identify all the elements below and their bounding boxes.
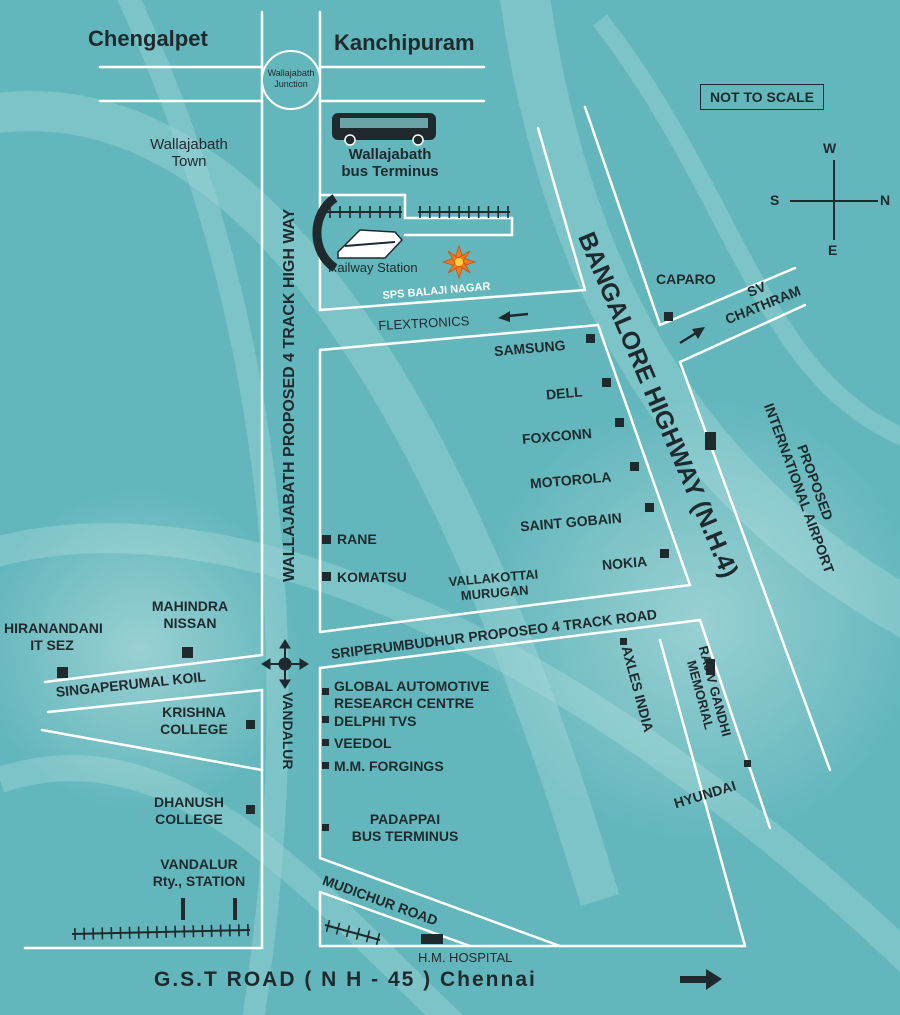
vandalur-label: VANDALUR xyxy=(280,692,296,770)
compass-n: N xyxy=(880,192,891,208)
mahindra-label: MAHINDRA NISSAN xyxy=(151,598,229,631)
wallajabath-junction-label: Wallajabath Junction xyxy=(267,68,315,89)
railway-tie xyxy=(345,925,351,938)
location-markers xyxy=(57,312,751,944)
station-curve xyxy=(312,194,338,272)
railway-tie xyxy=(355,927,361,940)
krishna-college-label: KRISHNA COLLEGE xyxy=(160,704,228,737)
wallajabath-town-label: Wallajabath Town xyxy=(150,136,228,170)
compass-w: W xyxy=(823,140,837,156)
delphi-label: DELPHI TVS xyxy=(334,713,417,729)
junction-circle xyxy=(261,50,321,110)
chengalpet-label: Chengalpet xyxy=(88,26,208,51)
bus-icon xyxy=(332,113,436,146)
track-highway-label: WALLAJABATH PROPOSED 4 TRACK HIGH WAY xyxy=(281,208,298,582)
mm-forgings-label: M.M. FORGINGS xyxy=(334,758,444,774)
compass-e: E xyxy=(828,242,838,258)
rane-label: RANE xyxy=(337,531,377,547)
train-icon xyxy=(337,229,404,259)
junction-arrows-icon xyxy=(261,639,309,689)
vandalur-station-label: VANDALUR Rty., STATION xyxy=(152,856,246,889)
komatsu-label: KOMATSU xyxy=(337,569,407,585)
compass-icon xyxy=(790,160,878,240)
dell-label: DELL xyxy=(545,383,584,403)
railway-station-label: Railway Station xyxy=(328,260,418,275)
railway-tie xyxy=(365,930,371,943)
kanchipuram-label: Kanchipuram xyxy=(334,30,475,55)
railway-tie xyxy=(335,922,341,935)
bus-terminus-label: Wallajabath bus Terminus xyxy=(341,146,439,180)
not-to-scale-note: NOT TO SCALE xyxy=(700,84,824,110)
gst-road-label: G.S.T ROAD ( N H - 45 ) Chennai xyxy=(154,968,537,991)
global-automotive-label: GLOBAL AUTOMOTIVE RESEARCH CENTRE xyxy=(334,678,490,711)
star-marker-icon xyxy=(441,244,477,280)
dhanush-college-label: DHANUSH COLLEGE xyxy=(154,794,224,827)
railway-tie xyxy=(375,932,381,946)
railway-tie xyxy=(325,919,331,933)
hm-hospital-label: H.M. HOSPITAL xyxy=(418,950,513,965)
arrow-icon xyxy=(498,311,722,990)
compass-s: S xyxy=(770,192,780,208)
padappai-label: PADAPPAI BUS TERMINUS xyxy=(351,811,459,844)
hiranandani-label: HIRANANDANI IT SEZ xyxy=(4,620,103,653)
veedol-label: VEEDOL xyxy=(334,735,392,751)
caparo-label: CAPARO xyxy=(656,271,716,287)
